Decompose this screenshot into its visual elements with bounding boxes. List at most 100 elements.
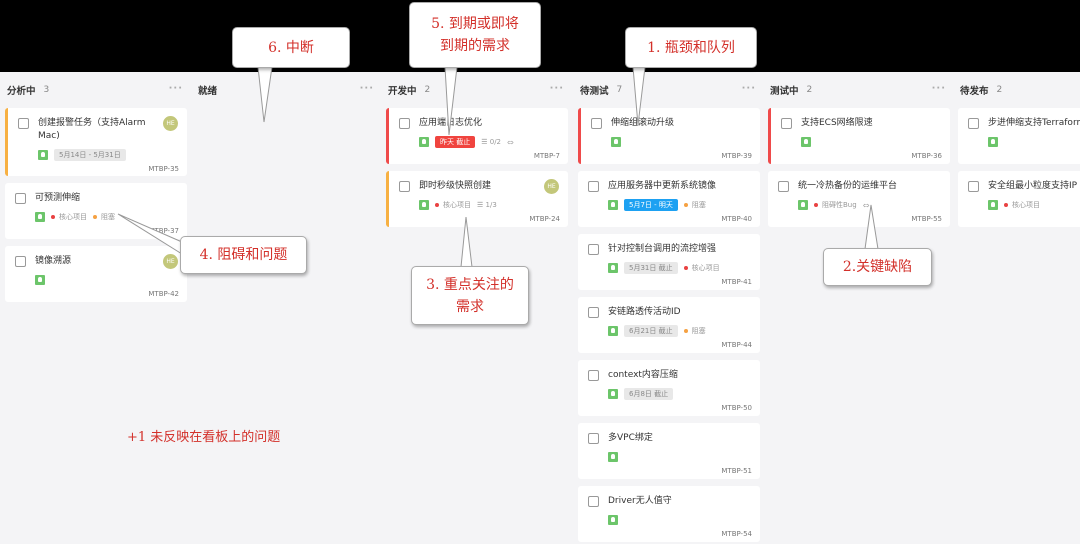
column-title: 测试中 xyxy=(770,86,799,97)
task-title: 步进伸缩支持Terraform xyxy=(988,118,1080,128)
tag-dot-icon xyxy=(814,203,818,207)
task-checkbox[interactable] xyxy=(399,181,410,192)
column-title: 待测试 xyxy=(580,86,609,97)
task-title: 可预测伸缩 xyxy=(35,193,81,203)
task-meta: 核心项目阻塞 xyxy=(35,211,179,223)
task-id: MTBP-55 xyxy=(911,215,942,223)
task-id: MTBP-54 xyxy=(721,530,752,538)
lightbulb-icon xyxy=(38,150,48,160)
ellipsis-icon[interactable]: ··· xyxy=(359,83,374,94)
task-checkbox[interactable] xyxy=(588,496,599,507)
task-checkbox[interactable] xyxy=(588,433,599,444)
task-checkbox[interactable] xyxy=(591,118,602,129)
due-date-badge: 6月8日 截止 xyxy=(624,388,674,400)
task-meta xyxy=(611,136,752,148)
column-2: 就绪··· xyxy=(196,72,378,108)
checklist-icon: ☰ xyxy=(481,138,490,146)
ellipsis-icon[interactable]: ··· xyxy=(168,83,183,94)
annotation-due-items: 5. 到期或即将 到期的需求 xyxy=(409,2,541,68)
tag-dot-icon xyxy=(93,215,97,219)
task-checkbox[interactable] xyxy=(18,118,29,129)
column-count: 7 xyxy=(616,85,623,95)
lightbulb-icon xyxy=(988,137,998,147)
tag-label: 核心项目 xyxy=(51,212,87,222)
lightbulb-icon xyxy=(801,137,811,147)
task-meta xyxy=(608,514,752,526)
task-meta: 5月31日 截止核心项目 xyxy=(608,262,752,274)
ellipsis-icon[interactable]: ··· xyxy=(931,83,946,94)
avatar[interactable]: HE xyxy=(544,179,559,194)
task-title: 应用服务器中更新系统镜像 xyxy=(608,181,717,191)
task-checkbox[interactable] xyxy=(778,181,789,192)
lightbulb-icon xyxy=(611,137,621,147)
task-checkbox[interactable] xyxy=(968,118,979,129)
tag-label: 阻塞 xyxy=(683,200,706,210)
tag-text: 核心项目 xyxy=(1012,201,1040,209)
due-date-badge: 5月31日 截止 xyxy=(624,262,678,274)
task-meta: 6月8日 截止 xyxy=(608,388,752,400)
task-checkbox[interactable] xyxy=(588,244,599,255)
task-title: 支持ECS网络限速 xyxy=(801,118,873,128)
ellipsis-icon[interactable]: ··· xyxy=(741,83,756,94)
task-title: 针对控制台调用的流控增强 xyxy=(608,244,717,254)
lightbulb-icon xyxy=(419,200,429,210)
task-meta: 核心项目 xyxy=(988,199,1080,211)
task-card[interactable]: 步进伸缩支持Terraform xyxy=(958,108,1080,164)
task-meta: 核心项目 ☰ 1/3 xyxy=(419,199,560,211)
task-id: MTBP-24 xyxy=(529,215,560,223)
tag-text: 核心项目 xyxy=(443,201,471,209)
column-count: 2 xyxy=(424,85,431,95)
checklist-icon: ☰ xyxy=(477,201,486,209)
tag-dot-icon xyxy=(683,329,688,333)
task-checkbox[interactable] xyxy=(399,118,410,129)
task-checkbox[interactable] xyxy=(588,370,599,381)
task-checkbox[interactable] xyxy=(968,181,979,192)
task-card[interactable]: 应用端日志优化昨天 截止☰ 0/2⇔MTBP-7 xyxy=(386,108,568,164)
task-card[interactable]: 统一冷热备份的运维平台阻碍性Bug⇔MTBP-55 xyxy=(768,171,950,227)
task-title: 即时秒级快照创建 xyxy=(419,181,492,191)
tag-dot-icon xyxy=(683,266,688,270)
lightbulb-icon xyxy=(608,452,618,462)
column-3: 开发中 2 ··· 应用端日志优化昨天 截止☰ 0/2⇔MTBP-7 即时秒级快照创建 H… xyxy=(386,72,568,234)
task-checkbox[interactable] xyxy=(588,181,599,192)
task-title: 安全组最小粒度支持IP xyxy=(988,181,1078,191)
lightbulb-icon xyxy=(419,137,429,147)
lightbulb-icon xyxy=(608,389,618,399)
task-id: MTBP-51 xyxy=(721,467,752,475)
checklist-count: 1/3 xyxy=(485,201,497,209)
column-title: 待发布 xyxy=(960,86,989,97)
column-title: 开发中 xyxy=(388,86,417,97)
avatar[interactable]: HE xyxy=(163,254,178,269)
task-id: MTBP-42 xyxy=(148,290,179,298)
task-checkbox[interactable] xyxy=(781,118,792,129)
task-checkbox[interactable] xyxy=(15,256,26,267)
ellipsis-icon[interactable]: ··· xyxy=(549,83,564,94)
avatar[interactable]: HE xyxy=(163,116,178,131)
task-checkbox[interactable] xyxy=(15,193,26,204)
tag-text: 阻塞 xyxy=(691,327,706,335)
task-meta xyxy=(988,136,1080,148)
task-card[interactable]: 安全组最小粒度支持IP 核心项目 xyxy=(958,171,1080,227)
task-meta: 5月7日 - 明天阻塞 xyxy=(608,199,752,211)
task-checkbox[interactable] xyxy=(588,307,599,318)
task-title: 统一冷热备份的运维平台 xyxy=(798,181,898,191)
due-date-badge: 5月7日 - 明天 xyxy=(624,199,678,211)
tag-label: 核心项目 xyxy=(683,263,720,273)
